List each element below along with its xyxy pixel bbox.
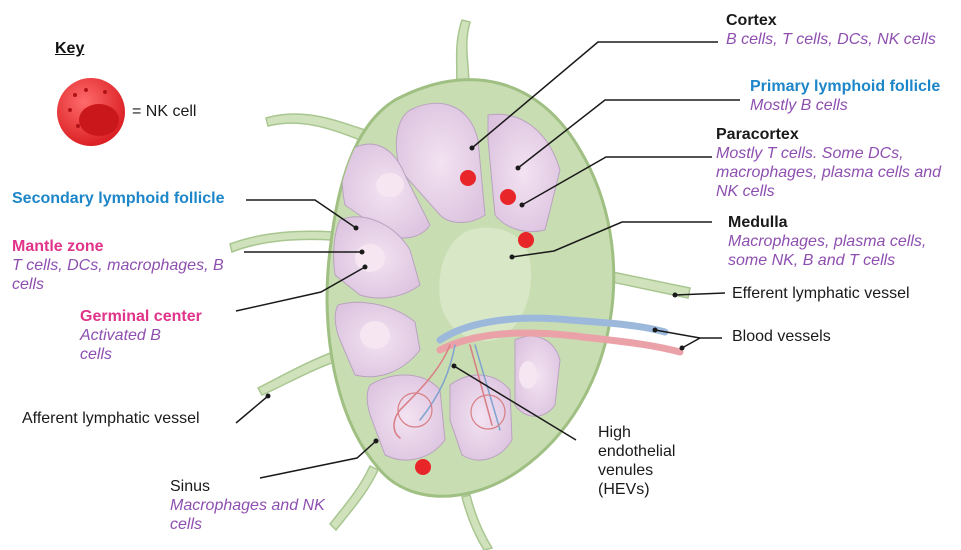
paracortex-desc: Mostly T cells. Some DCs, macrophages, p… [716,145,956,202]
primary-follicle-desc: Mostly B cells [750,97,960,116]
sinus-title: Sinus [170,478,340,497]
primary-follicle-title: Primary lymphoid follicle [750,78,960,97]
key-title: Key [55,40,84,59]
cortex-label: Cortex B cells, T cells, DCs, NK cells [726,12,956,50]
cortex-title: Cortex [726,12,956,31]
germinal-center-desc: Activated B cells [80,327,190,365]
mantle-zone-label: Mantle zone T cells, DCs, macrophages, B… [12,238,252,295]
mantle-zone-title: Mantle zone [12,238,252,257]
afferent-vessel-label: Afferent lymphatic vessel [22,410,200,429]
key-nk-label: = NK cell [132,103,196,122]
secondary-follicle-title: Secondary lymphoid follicle [12,190,225,209]
sinus-label: Sinus Macrophages and NK cells [170,478,340,535]
medulla-desc: Macrophages, plasma cells, some NK, B an… [728,233,958,271]
efferent-vessel-label: Efferent lymphatic vessel [732,285,910,304]
cortex-desc: B cells, T cells, DCs, NK cells [726,31,956,50]
medulla-label: Medulla Macrophages, plasma cells, some … [728,214,958,271]
blood-vessels-label: Blood vessels [732,328,831,347]
paracortex-title: Paracortex [716,126,956,145]
paracortex-label: Paracortex Mostly T cells. Some DCs, mac… [716,126,956,202]
medulla-title: Medulla [728,214,958,233]
sinus-desc: Macrophages and NK cells [170,497,340,535]
key-nk-cell-icon [57,78,125,146]
mantle-zone-desc: T cells, DCs, macrophages, B cells [12,257,252,295]
germinal-center-title: Germinal center [80,308,230,327]
primary-follicle-label: Primary lymphoid follicle Mostly B cells [750,78,960,116]
germinal-center-label: Germinal center Activated B cells [80,308,230,365]
hev-label: High endothelial venules (HEVs) [598,424,688,500]
